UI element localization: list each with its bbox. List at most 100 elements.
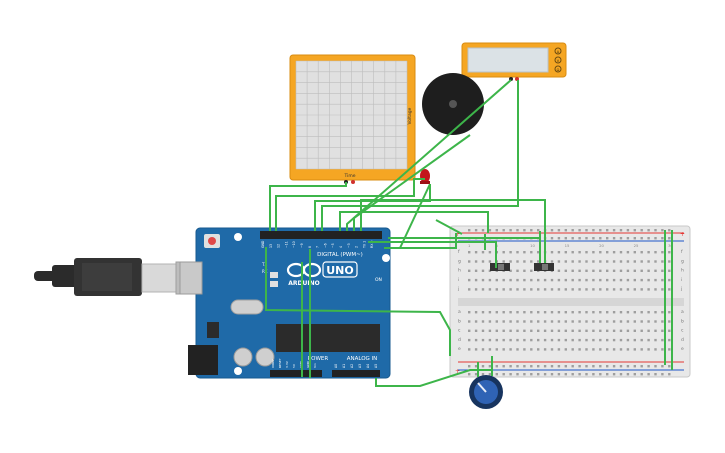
digital-pin-label: 2: [355, 246, 359, 248]
row-letter: h: [458, 268, 461, 274]
rail-plus-top: +: [455, 231, 460, 238]
digital-pin-label: ~6: [323, 243, 327, 248]
crystal-oscillator: [230, 299, 264, 315]
digital-pin-label: 7: [316, 246, 320, 248]
row-letter: i: [681, 277, 682, 283]
multimeter-mode-ohm[interactable]: [554, 65, 562, 73]
digital-pin-label: ~10: [292, 241, 296, 248]
power-pin-label: Vin: [313, 363, 317, 368]
power-pin-label: RESET: [278, 358, 282, 368]
digital-pin-label: ~5: [331, 243, 335, 248]
tx-label: TX: [261, 262, 267, 267]
capacitor-1: [233, 347, 253, 367]
row-letter: g: [681, 259, 684, 264]
oscilloscope-grid: [295, 60, 408, 170]
row-letter: j: [457, 286, 459, 292]
row-letter: a: [458, 310, 461, 315]
multimeter[interactable]: A V Ω: [461, 42, 567, 81]
row-letter: f: [681, 249, 683, 255]
column-number: 25: [634, 243, 639, 248]
wires[interactable]: [265, 79, 673, 387]
power-pin-label: 3.3V: [285, 360, 289, 368]
digital-header: [260, 231, 382, 239]
multimeter-mode-v[interactable]: [554, 56, 562, 64]
multimeter-mode-a[interactable]: [554, 47, 562, 55]
column-number: 15: [565, 243, 570, 248]
svg-text:V: V: [557, 59, 560, 63]
power-pin-label: GND: [306, 360, 310, 368]
column-number: 30: [668, 243, 673, 248]
analog-pin-label: A2: [350, 364, 354, 368]
analog-pin-label: A4: [366, 364, 370, 368]
scope-terminal-pos[interactable]: [351, 180, 355, 184]
power-pin-label: 5V: [292, 363, 296, 368]
capacitor-2: [255, 347, 275, 367]
digital-pin-label: ~3: [347, 243, 351, 248]
analog-pin-label: A1: [342, 364, 346, 368]
on-label: ON: [375, 277, 382, 283]
digital-pin-label: GND: [261, 240, 265, 248]
row-letter: i: [458, 277, 459, 283]
row-letter: b: [681, 318, 684, 324]
row-letter: d: [458, 337, 461, 343]
column-number: 5: [496, 243, 499, 248]
column-number: 1: [468, 243, 471, 248]
column-number: 10: [530, 243, 535, 248]
digital-pin-label: 13: [269, 244, 273, 248]
digital-pin-label: TX 1: [362, 241, 366, 249]
power-header: [270, 370, 322, 377]
rail-plus-top-right: +: [680, 231, 685, 238]
row-letter: f: [458, 249, 460, 255]
power-pin-label: IOREF: [271, 359, 275, 368]
digital-label: DIGITAL (PWM~): [317, 252, 363, 258]
red-led[interactable]: [420, 169, 430, 184]
column-number: 20: [599, 243, 604, 248]
digital-pin-label: ~11: [284, 241, 288, 248]
oscilloscope[interactable]: Time Voltage: [289, 54, 416, 184]
rx-label: RX: [262, 269, 268, 274]
row-letter: e: [458, 347, 461, 352]
analog-label: ANALOG IN: [347, 356, 378, 362]
row-letter: b: [458, 318, 461, 324]
digital-pin-label: 12: [277, 244, 281, 248]
analog-pin-label: A5: [374, 364, 378, 368]
row-letter: c: [458, 329, 461, 334]
analog-header: [332, 370, 380, 377]
voltage-regulator: [207, 322, 219, 338]
row-letter: a: [681, 310, 684, 315]
breadboard-holes: [468, 229, 671, 376]
oscilloscope-y-label: Voltage: [407, 107, 413, 124]
analog-pin-label: A0: [334, 364, 338, 368]
power-label: POWER: [308, 356, 329, 362]
usb-cable[interactable]: [34, 258, 201, 296]
row-letter: g: [458, 259, 461, 264]
digital-pin-label: 8: [308, 246, 312, 248]
atmega-chip: [276, 324, 380, 352]
digital-pin-label: 4: [339, 246, 343, 248]
board-brand: ARDUINO: [288, 280, 319, 287]
analog-pin-labels: A0 A1 A2 A3 A4 A5: [334, 364, 378, 368]
board-model: UNO: [326, 264, 354, 277]
analog-pin-label: A3: [358, 364, 362, 368]
row-letter: h: [681, 268, 684, 274]
power-jack: [188, 345, 218, 375]
svg-text:A: A: [557, 50, 560, 54]
svg-text:Ω: Ω: [557, 68, 560, 72]
digital-pin-label: ~9: [300, 243, 304, 248]
row-letter: d: [681, 337, 684, 343]
rail-plus-bottom: +: [455, 368, 460, 375]
digital-pin-label: RX 0: [370, 241, 374, 248]
oscilloscope-x-label: Time: [343, 173, 355, 179]
arduino-uno-board[interactable]: UNO ARDUINO DIGITAL (PWM~) POWER ANALOG …: [179, 227, 391, 379]
row-letter: c: [681, 329, 684, 334]
row-letter: e: [681, 347, 684, 352]
potentiometer[interactable]: [469, 375, 503, 409]
piezo-buzzer[interactable]: [422, 73, 484, 135]
row-letter: j: [680, 286, 682, 292]
slide-switch-1[interactable]: [490, 263, 510, 271]
slide-switch-2[interactable]: [534, 263, 554, 271]
